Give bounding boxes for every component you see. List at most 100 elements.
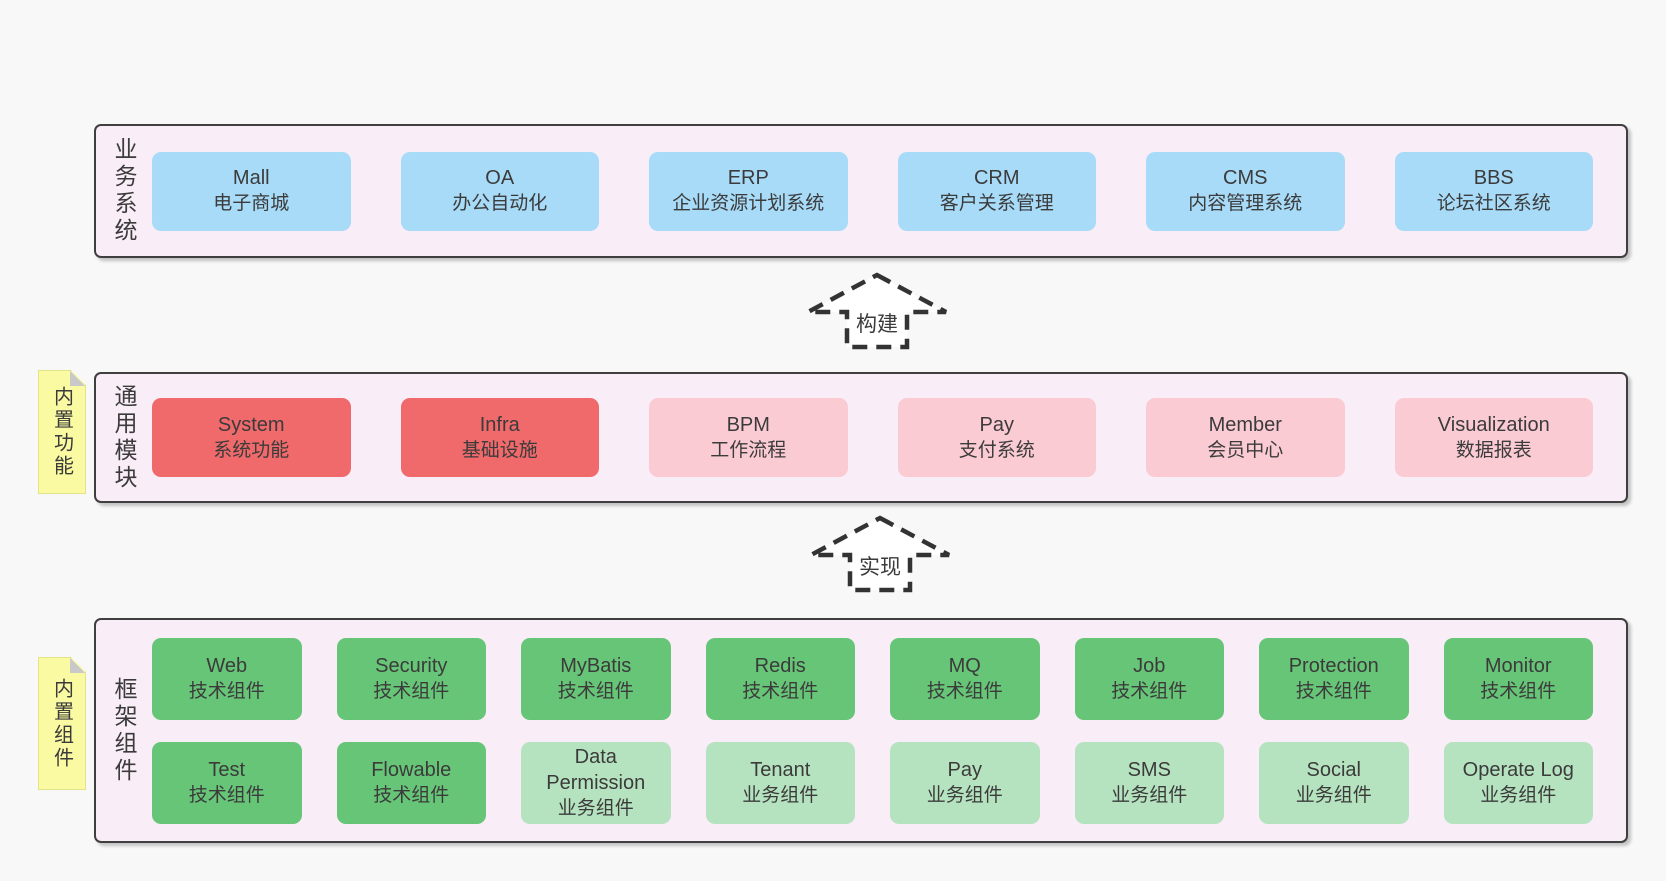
box-subtitle: 技术组件 [1480,680,1557,702]
dashed-up-arrow-icon [809,515,951,593]
box-title: Protection [1288,654,1379,677]
box-framework-components-test: Test 技术组件 [152,741,302,824]
box-subtitle: 会员中心 [1207,439,1284,461]
box-framework-components-flowable: Flowable 技术组件 [336,741,486,824]
box-title: Test [208,758,246,781]
box-row: Test 技术组件 Flowable 技术组件 Data Permission … [152,741,1593,824]
box-common-modules-member: Member 会员中心 [1146,398,1345,477]
box-title: ERP [727,167,769,189]
box-subtitle: 技术组件 [373,680,450,702]
box-framework-components-sms: SMS 业务组件 [1074,741,1224,824]
box-title: Member [1208,413,1282,436]
box-title: MyBatis [560,654,632,677]
box-subtitle: 业务组件 [1480,784,1557,806]
box-title: OA [485,167,515,189]
section-business-systems: 业务系统 Mall 电子商城 OA 办公自动化 ERP 企业资源计划系统 CRM… [94,124,1628,258]
sticky-note-label: 内置组件 [50,677,73,770]
box-business-systems-oa: OA 办公自动化 [400,151,599,231]
box-title: Infra [479,413,520,436]
box-subtitle: 系统功能 [213,439,290,461]
box-framework-components-monitor: Monitor 技术组件 [1443,637,1593,720]
section-framework-components: 内置组件 框架组件 Web 技术组件 Security 技术组件 MyBatis… [94,618,1628,843]
box-subtitle: 论坛社区系统 [1436,193,1551,214]
sticky-note-label: 内置功能 [50,386,73,478]
box-framework-components-mybatis: MyBatis 技术组件 [521,637,671,720]
box-business-systems-cms: CMS 内容管理系统 [1146,151,1345,231]
box-title: Data Permission [546,745,646,794]
box-subtitle: 技术组件 [926,680,1003,702]
box-row: Mall 电子商城 OA 办公自动化 ERP 企业资源计划系统 CRM 客户关系… [152,151,1593,231]
box-common-modules-system: System 系统功能 [152,398,351,477]
box-subtitle: 客户关系管理 [939,193,1054,214]
box-framework-components-social: Social 业务组件 [1259,741,1409,824]
box-title: Tenant [750,758,811,781]
box-framework-components-pay: Pay 业务组件 [890,741,1040,824]
box-subtitle: 业务组件 [1295,784,1372,806]
box-title: Web [206,654,248,677]
box-common-modules-bpm: BPM 工作流程 [649,398,848,477]
section-content: System 系统功能 Infra 基础设施 BPM 工作流程 Pay 支付系统… [152,374,1626,501]
box-subtitle: 技术组件 [188,784,265,806]
box-title: Monitor [1484,654,1552,677]
box-common-modules-pay: Pay 支付系统 [897,398,1096,477]
box-title: Social [1306,758,1361,781]
box-framework-components-operate-log: Operate Log 业务组件 [1443,741,1593,824]
box-subtitle: 支付系统 [958,439,1035,461]
box-title: CRM [973,167,1020,189]
box-framework-components-redis: Redis 技术组件 [705,637,855,720]
box-subtitle: 技术组件 [1111,680,1188,702]
box-business-systems-mall: Mall 电子商城 [152,151,351,231]
section-title-framework-components: 框架组件 [111,676,137,785]
box-framework-components-mq: MQ 技术组件 [890,637,1040,720]
box-title: BBS [1473,167,1514,189]
box-subtitle: 电子商城 [213,193,290,214]
sticky-note-builtin-features: 内置功能 [38,370,86,494]
folded-corner-icon [70,658,85,673]
box-subtitle: 业务组件 [557,797,634,819]
box-framework-components-web: Web 技术组件 [152,637,302,720]
box-subtitle: 技术组件 [557,680,634,702]
box-common-modules-visualization: Visualization 数据报表 [1394,398,1593,477]
box-subtitle: 技术组件 [742,680,819,702]
box-title: CMS [1223,167,1268,189]
box-title: SMS [1127,758,1171,781]
box-title: Redis [754,654,806,677]
arrow-label-build: 构建 [856,313,898,336]
box-title: Flowable [371,758,452,781]
box-subtitle: 基础设施 [461,439,538,461]
box-subtitle: 业务组件 [742,784,819,806]
box-subtitle: 技术组件 [1295,680,1372,702]
section-title-business-systems: 业务系统 [111,137,137,245]
sticky-note-builtin-components: 内置组件 [38,657,86,790]
box-title: Job [1133,654,1166,677]
box-subtitle: 技术组件 [188,680,265,702]
box-business-systems-crm: CRM 客户关系管理 [897,151,1096,231]
box-business-systems-bbs: BBS 论坛社区系统 [1394,151,1593,231]
box-subtitle: 业务组件 [926,784,1003,806]
arrow-label-implement: 实现 [859,556,901,579]
box-row: System 系统功能 Infra 基础设施 BPM 工作流程 Pay 支付系统… [152,398,1593,477]
section-common-modules: 内置功能 通用模块 System 系统功能 Infra 基础设施 BPM 工作流… [94,372,1628,503]
section-content: Web 技术组件 Security 技术组件 MyBatis 技术组件 Redi… [152,620,1626,841]
box-framework-components-data-permission: Data Permission 业务组件 [521,741,671,824]
box-title: BPM [726,413,770,436]
box-subtitle: 内容管理系统 [1188,193,1303,214]
box-framework-components-job: Job 技术组件 [1074,637,1224,720]
box-title: Operate Log [1462,758,1574,781]
box-subtitle: 业务组件 [1111,784,1188,806]
box-subtitle: 办公自动化 [452,193,548,214]
box-subtitle: 工作流程 [710,439,787,461]
box-row: Web 技术组件 Security 技术组件 MyBatis 技术组件 Redi… [152,637,1593,720]
dashed-up-arrow-icon [806,272,948,350]
arrow-up-implement: 实现 [808,515,952,593]
box-framework-components-protection: Protection 技术组件 [1259,637,1409,720]
box-title: Security [375,654,448,677]
box-business-systems-erp: ERP 企业资源计划系统 [649,151,848,231]
box-title: Pay [979,413,1014,436]
box-framework-components-security: Security 技术组件 [336,637,486,720]
box-title: MQ [948,654,981,677]
arrow-up-build: 构建 [805,272,949,350]
folded-corner-icon [70,371,85,386]
box-title: Pay [947,758,982,781]
box-subtitle: 技术组件 [373,784,450,806]
